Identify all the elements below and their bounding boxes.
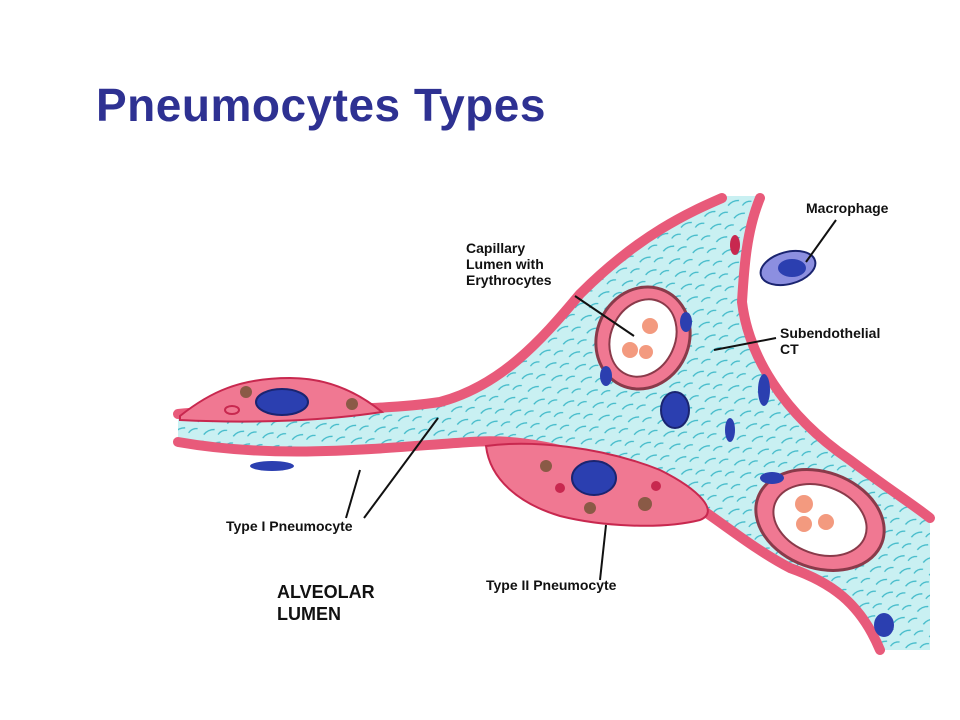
label-macrophage: Macrophage [806, 200, 889, 216]
label-subendothelial-ct: Subendothelial CT [780, 325, 881, 358]
type-ii-nucleus [571, 460, 617, 496]
erythrocyte [818, 514, 834, 530]
erythrocyte [639, 345, 653, 359]
erythrocyte [795, 495, 813, 513]
macrophage-cell [759, 249, 817, 287]
label-type-i-pneumocyte: Type I Pneumocyte [226, 518, 353, 534]
capillary-upper [594, 285, 692, 391]
erythrocyte [642, 318, 658, 334]
erythrocyte [622, 342, 638, 358]
label-capillary-lumen: Capillary Lumen with Erythrocytes [466, 240, 552, 289]
erythrocyte [796, 516, 812, 532]
label-type-ii-pneumocyte: Type II Pneumocyte [486, 577, 617, 593]
slide-title: Pneumocytes Types [96, 79, 546, 131]
type-i-nucleus [255, 388, 309, 416]
capillary-lower [754, 468, 886, 572]
label-alveolar-lumen: ALVEOLAR LUMEN [277, 582, 375, 624]
leader-lines [345, 219, 837, 581]
